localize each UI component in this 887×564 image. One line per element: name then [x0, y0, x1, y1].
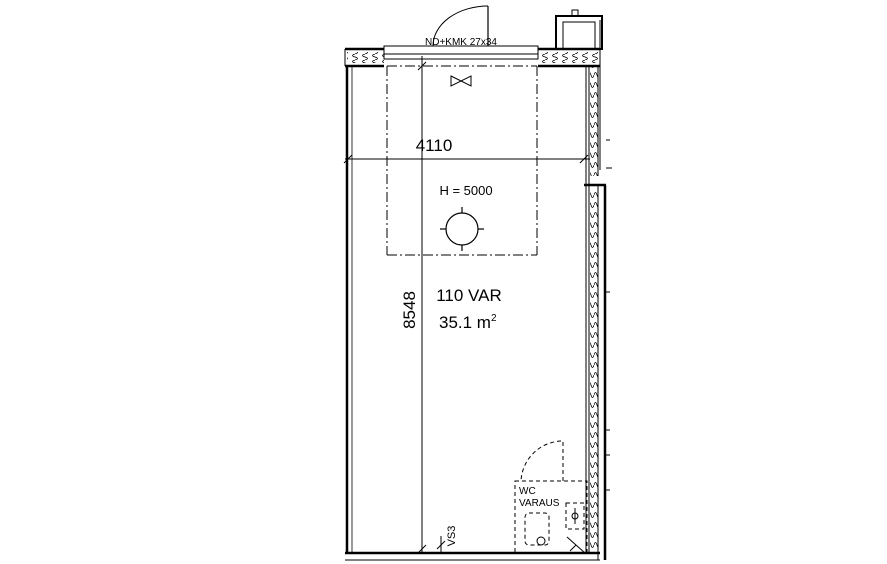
bottom-wall — [345, 551, 600, 561]
shaft-box — [555, 9, 603, 50]
length-dimension: 8548 — [400, 291, 419, 329]
wc-label: WC — [519, 486, 536, 497]
section-marker — [436, 536, 446, 553]
right-exterior-marks — [606, 139, 612, 491]
top-door — [383, 5, 539, 60]
wc-reservation-label: VARAUS — [519, 498, 560, 509]
length-dimension-line — [417, 56, 427, 554]
wc-fixtures — [536, 508, 586, 554]
width-dimension: 4110 — [416, 136, 453, 155]
floor-drain-icon — [440, 207, 484, 251]
room-name: 110 VAR — [436, 286, 502, 305]
section-marker-label: VS3 — [446, 526, 458, 547]
valve-icon — [450, 75, 472, 87]
left-wall — [345, 66, 353, 553]
room-area: 35.1 m2 — [439, 313, 497, 332]
wc-reservation — [514, 440, 588, 554]
equipment-zone-outline — [386, 65, 538, 256]
height-note: H = 5000 — [439, 183, 492, 198]
door-label: ND+KMK 27x34 — [425, 37, 497, 48]
room-area-unit-exponent: 2 — [491, 313, 497, 324]
top-wall — [344, 47, 600, 68]
room-area-value: 35.1 m — [439, 313, 491, 332]
width-dimension-line — [343, 154, 590, 164]
right-wall — [584, 20, 607, 560]
